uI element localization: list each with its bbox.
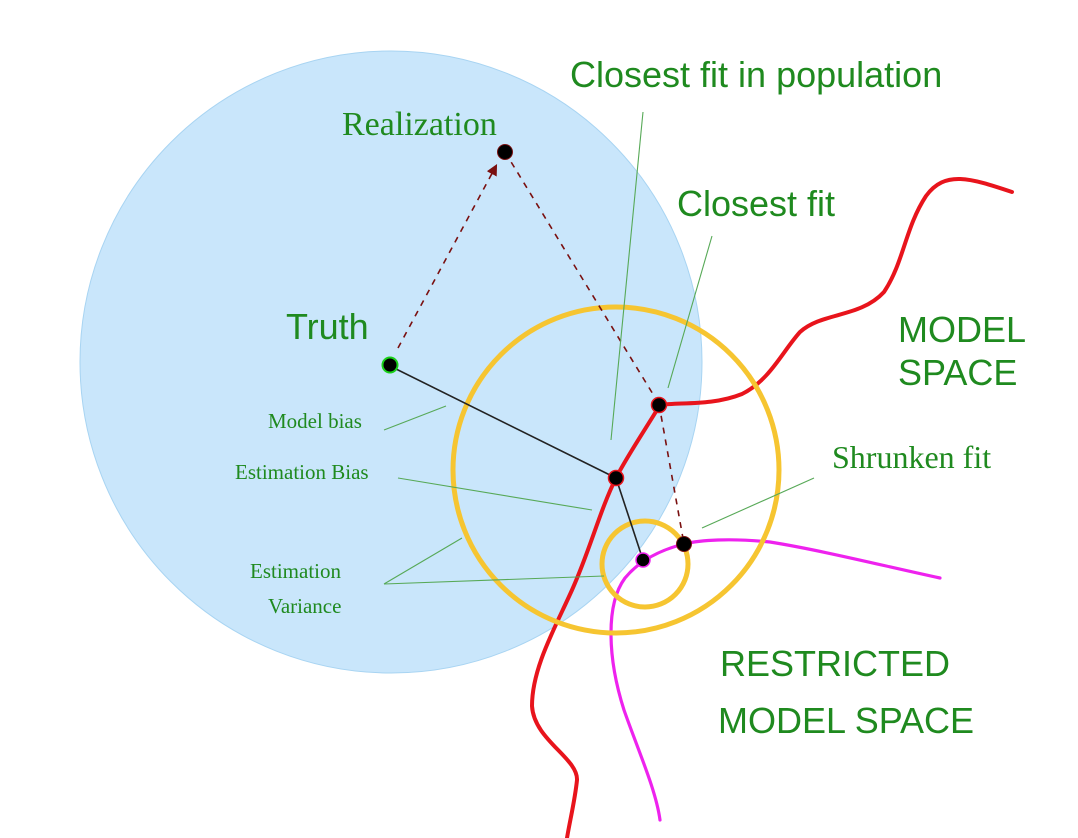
estimation-bias-label: Estimation Bias [235,460,369,484]
estimation-variance-circle-small [599,518,691,610]
realization-label: Realization [342,106,497,143]
model-bias-line [389,365,617,479]
shrunken-fit-label: Shrunken fit [832,439,991,475]
restricted-space-curve [609,538,942,822]
model-bias-label: Model bias [268,409,362,433]
truth-label: Truth [286,306,369,347]
model-space-label-line1: MODEL [898,309,1026,350]
truth-point [381,356,399,374]
closest-fit-population-label: Closest fit in population [570,54,942,95]
restricted-model-space-label-line2: MODEL SPACE [718,700,974,741]
shrunken-fit-point [676,536,692,552]
closest-fit-point [650,396,668,414]
closest-fit-in-population-point [607,469,625,487]
restricted-closest-fit-point [635,552,651,568]
estimation-variance-leader-a [383,537,463,585]
estimation-bias-line [615,477,644,561]
truth-to-realization-arrow [397,164,498,349]
shrunken-fit-leader [701,477,815,529]
closest-fit-population-leader [610,111,644,441]
estimation-bias-leader [397,477,593,511]
estimation-variance-leader-b [383,575,605,585]
model-space-label-line2: SPACE [898,352,1017,393]
model-bias-leader [383,405,447,431]
realization-point [497,144,513,160]
estimation-variance-label-line2: Variance [268,594,341,618]
realization-to-closest-fit-path [504,151,660,405]
closest-fit-label: Closest fit [677,183,835,224]
restricted-model-space-label-line1: RESTRICTED [720,643,950,684]
estimation-variance-circle-large [450,304,782,636]
closest-fit-leader [667,235,713,389]
estimation-variance-label-line1: Estimation [250,559,341,583]
